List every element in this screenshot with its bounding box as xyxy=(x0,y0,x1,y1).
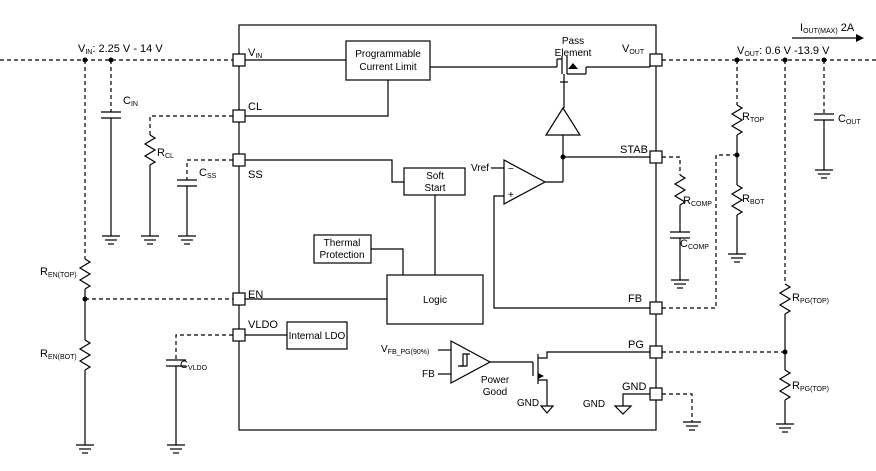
pass-element-line1: Pass xyxy=(562,36,584,47)
current-limit-line1: Programmable xyxy=(355,49,421,60)
pin-fb xyxy=(649,301,663,315)
pin-ss xyxy=(232,153,246,167)
css-label: CSS xyxy=(199,167,217,180)
ren-bot-label: REN(BOT) xyxy=(40,348,77,361)
external-gnd-icon xyxy=(683,421,701,431)
pin-cl-label: CL xyxy=(248,101,262,113)
error-amplifier xyxy=(503,158,547,206)
rtop-resistor xyxy=(730,104,744,136)
rbot-resistor xyxy=(730,184,744,216)
pin-vin-label: VIN xyxy=(248,47,262,60)
svg-text:+: + xyxy=(508,190,514,201)
current-limit-line2: Current Limit xyxy=(359,62,416,73)
pin-pg-label: PG xyxy=(628,339,644,351)
pin-stab xyxy=(649,150,663,164)
ccomp-ground-icon xyxy=(671,279,689,289)
pin-fb-label: FB xyxy=(628,293,642,305)
thermal-protection-block xyxy=(313,234,372,264)
soft-start-line1: Soft xyxy=(426,171,444,182)
rcl-label: RCL xyxy=(157,147,174,160)
pg-transistor-icon xyxy=(532,351,650,406)
pin-gnd xyxy=(649,387,663,401)
pin-stab-label: STAB xyxy=(620,144,648,156)
soft-start-block xyxy=(403,167,466,196)
logic-block xyxy=(386,274,484,325)
thermal-line1: Thermal xyxy=(324,238,361,249)
chip-gnd-icon xyxy=(613,405,633,415)
ren-bot-resistor xyxy=(78,339,92,371)
rpg-ground-icon xyxy=(776,423,794,433)
pin-vldo-label: VLDO xyxy=(248,319,278,331)
rpg1-label: RPG(TOP) xyxy=(792,292,829,305)
pin-gnd-label: GND xyxy=(622,381,647,393)
power-good-comparator xyxy=(450,339,492,385)
pin-vldo xyxy=(232,328,246,342)
iout-label: IOUT(MAX) 2A xyxy=(800,22,855,35)
rcomp-label: RCOMP xyxy=(683,195,712,208)
pin-en xyxy=(232,292,246,306)
current-limit-block xyxy=(345,40,431,81)
ren-ground-icon xyxy=(76,444,94,454)
pg-gnd-icon xyxy=(539,405,555,414)
ren-top-label: REN(TOP) xyxy=(40,266,77,279)
pass-element-line2: Element xyxy=(555,48,592,59)
ic-outline xyxy=(238,24,657,431)
power-good-line1: Power xyxy=(481,375,510,386)
power-good-line2: Good xyxy=(483,387,507,398)
internal-ldo-label: Internal LDO xyxy=(289,331,346,342)
rpg2-label: RPG(TOP) xyxy=(792,380,829,393)
thermal-line2: Protection xyxy=(319,250,364,261)
pg-fb-input-label: FB xyxy=(422,369,435,380)
vfb-pg-label: VFB_PG(90%) xyxy=(381,344,429,356)
pin-cl xyxy=(232,109,246,123)
ccomp-label: CCOMP xyxy=(680,238,709,251)
rcomp-resistor xyxy=(673,174,687,206)
pass-transistor-icon xyxy=(556,56,587,83)
pin-ss-label: SS xyxy=(248,169,263,181)
rbot-ground-icon xyxy=(728,253,746,263)
pin-vout xyxy=(649,53,663,67)
pin-en-label: EN xyxy=(248,289,263,301)
vout-label: VOUT: 0.6 V -13.9 V xyxy=(737,45,830,58)
cin-ground-icon xyxy=(102,235,120,245)
svg-text:−: − xyxy=(508,164,514,175)
cin-label: CIN xyxy=(123,95,138,108)
pin-vout-label: VOUT xyxy=(622,43,645,56)
rcl-resistor xyxy=(143,134,157,166)
css-ground-icon xyxy=(178,235,196,245)
rpg-top-resistor xyxy=(778,283,792,315)
rpg-bot-resistor xyxy=(778,369,792,401)
cout-label: COUT xyxy=(838,113,861,126)
cout-ground-icon xyxy=(815,169,833,179)
gnd-label-2: GND xyxy=(583,399,605,410)
cvldo-label: CVLDO xyxy=(180,359,208,372)
pin-vin xyxy=(232,53,246,67)
pin-pg xyxy=(649,345,663,359)
iout-arrowhead xyxy=(856,34,864,42)
hysteresis-icon xyxy=(458,353,470,367)
driver-buffer xyxy=(544,106,582,136)
ren-top-resistor xyxy=(78,258,92,290)
rbot-label: RBOT xyxy=(742,193,765,206)
cvldo-ground-icon xyxy=(167,444,185,454)
rtop-label: RTOP xyxy=(742,111,765,124)
soft-start-line2: Start xyxy=(424,183,445,194)
logic-label: Logic xyxy=(423,295,447,306)
rcl-ground-icon xyxy=(141,235,159,245)
vref-label: Vref xyxy=(471,163,489,174)
vin-label: VIN: 2.25 V - 14 V xyxy=(78,43,163,56)
gnd-label-1: GND xyxy=(517,398,539,409)
